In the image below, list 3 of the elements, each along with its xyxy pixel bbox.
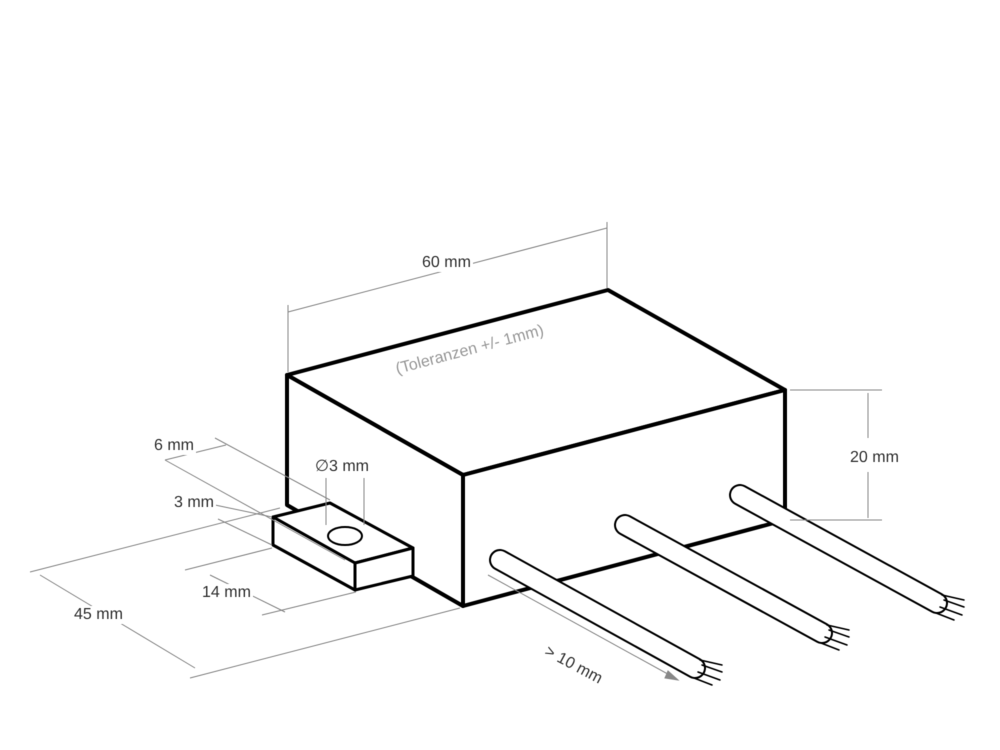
dimension-label: 6 mm: [152, 437, 196, 455]
dimension-label: 60 mm: [420, 254, 473, 272]
dimension-label: 45 mm: [72, 606, 125, 624]
